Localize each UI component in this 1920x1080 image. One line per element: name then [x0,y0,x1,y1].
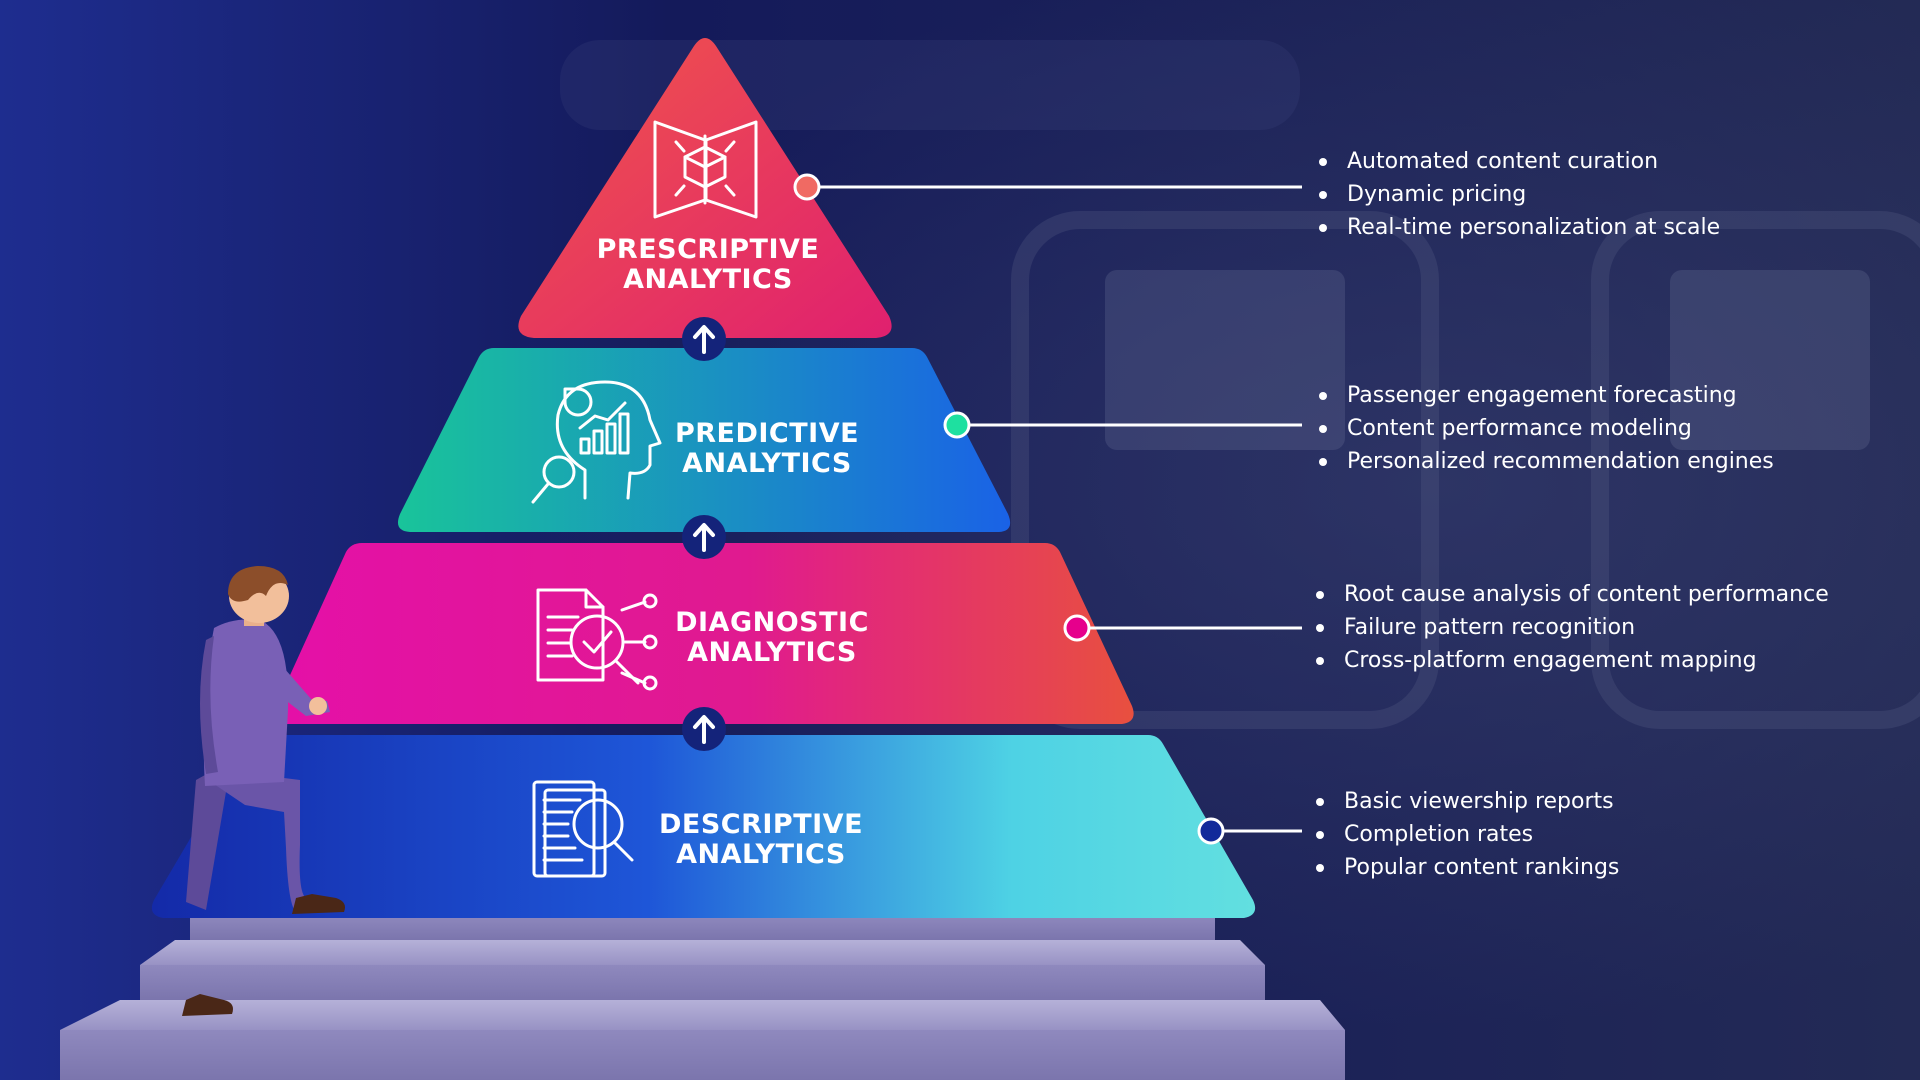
descriptive-bullet-list: Basic viewership reports Completion rate… [1316,785,1619,884]
predictive-title-line1: PREDICTIVE [674,418,860,449]
list-item: Passenger engagement forecasting [1319,379,1774,412]
cube-expand-icon [653,120,758,219]
diagnostic-title-line1: DIAGNOSTIC [675,607,869,638]
arrow-up-icon [682,317,726,361]
list-item: Real-time personalization at scale [1319,211,1720,244]
prescriptive-bullet-list: Automated content curation Dynamic prici… [1319,145,1720,244]
tier-diagnostic [274,543,1134,724]
connector-descriptive [1197,817,1302,845]
head-analytics-icon [531,380,662,504]
list-item: Dynamic pricing [1319,178,1720,211]
prescriptive-title-line1: PRESCRIPTIVE [596,234,820,265]
diagnostic-bullet-list: Root cause analysis of content performan… [1316,578,1829,677]
stairs [60,898,1345,1080]
prescriptive-title-line2: ANALYTICS [623,264,793,295]
report-search-icon [532,780,634,878]
predictive-bullet-list: Passenger engagement forecasting Content… [1319,379,1774,478]
diagnostic-title-line2: ANALYTICS [687,637,857,668]
list-item: Popular content rankings [1316,851,1619,884]
list-item: Content performance modeling [1319,412,1774,445]
connector-prescriptive [793,173,1302,201]
descriptive-title-line1: DESCRIPTIVE [658,809,864,840]
list-item: Cross-platform engagement mapping [1316,644,1829,677]
predictive-title-line2: ANALYTICS [682,448,852,479]
connector-diagnostic [1063,614,1302,642]
list-item: Root cause analysis of content performan… [1316,578,1829,611]
list-item: Automated content curation [1319,145,1720,178]
businessman-figure [182,566,345,1016]
arrow-up-icon [682,515,726,559]
descriptive-title-line2: ANALYTICS [676,839,846,870]
predictive-title: PREDICTIVE ANALYTICS [650,419,884,479]
tier-descriptive [151,735,1256,918]
list-item: Failure pattern recognition [1316,611,1829,644]
list-item: Completion rates [1316,818,1619,851]
arrow-up-icon [682,707,726,751]
diagnostic-title: DIAGNOSTIC ANALYTICS [652,608,892,668]
document-check-icon [536,588,658,691]
descriptive-title: DESCRIPTIVE ANALYTICS [638,810,884,870]
prescriptive-title: PRESCRIPTIVE ANALYTICS [560,235,856,295]
connector-predictive [943,411,1302,439]
list-item: Personalized recommendation engines [1319,445,1774,478]
list-item: Basic viewership reports [1316,785,1619,818]
